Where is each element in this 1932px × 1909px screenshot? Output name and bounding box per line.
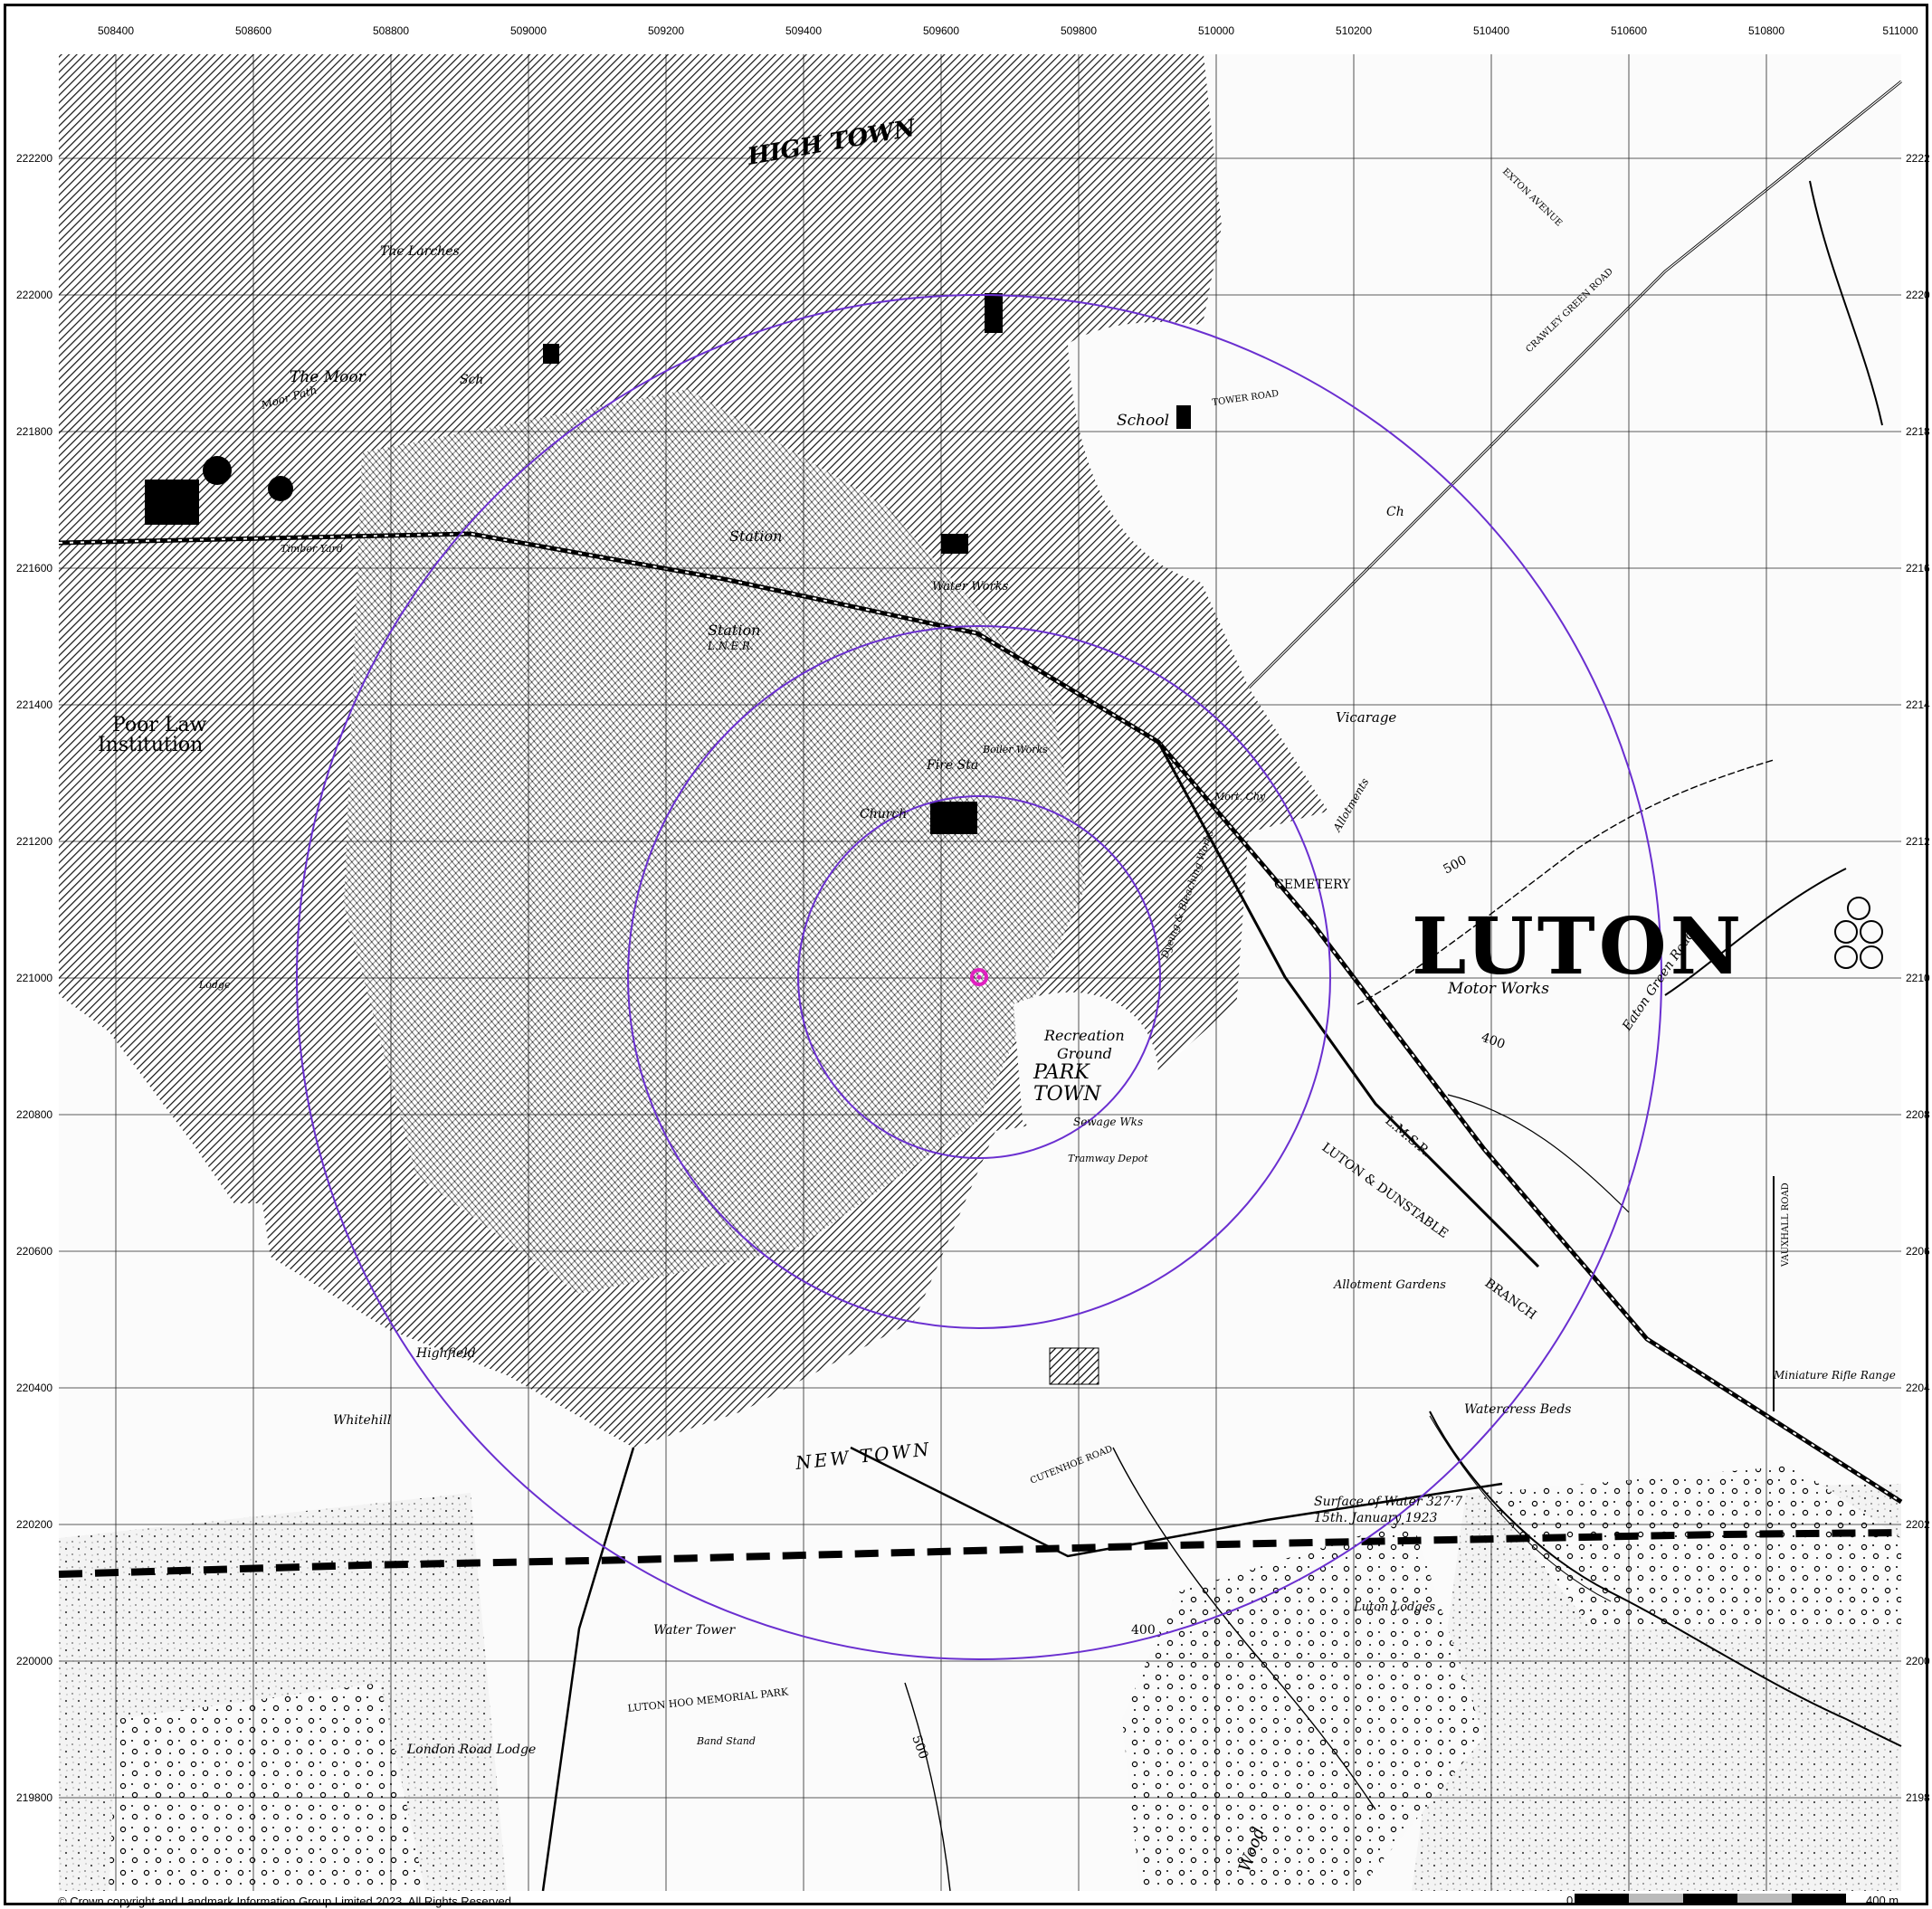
northing-tick-label-right: 2200	[1906, 1655, 1930, 1667]
scale-bar-end-label: 400 m	[1866, 1894, 1899, 1907]
label-contour-400: 400	[1131, 1623, 1156, 1638]
label-lodge: Lodge	[198, 979, 231, 991]
label-sewage-wks: Sewage Wks	[1073, 1116, 1143, 1128]
buffer-ring-3	[296, 294, 1662, 1660]
copyright-notice: © Crown copyright and Landmark Informati…	[58, 1895, 515, 1908]
northing-tick-label-right: 2210	[1906, 972, 1930, 984]
site-marker-dot	[976, 974, 982, 980]
buffer-rings	[296, 294, 1662, 1660]
easting-tick-label: 509200	[648, 24, 684, 37]
easting-tick-label: 508600	[235, 24, 271, 37]
label-fire-sta: Fire Sta	[926, 758, 978, 773]
label-the-moor: The Moor	[290, 368, 366, 386]
boundary-line	[58, 1529, 1902, 1578]
northing-tick-label: 221400	[16, 698, 52, 711]
label-ground: Ground	[1057, 1045, 1112, 1062]
map-artwork	[58, 54, 1903, 1892]
label-cemetery: CEMETERY	[1274, 878, 1351, 892]
northing-tick-label: 221800	[16, 425, 52, 438]
northing-tick-label-right: 2198	[1906, 1791, 1930, 1804]
scale-bar-start-label: 0	[1566, 1894, 1574, 1907]
northing-tick-labels: 222200 222000 221800 221600 221400 221200 2210…	[16, 152, 52, 1804]
site-marker[interactable]	[970, 968, 988, 986]
northing-tick-label-right: 2202	[1906, 1518, 1930, 1531]
label-ch: Ch	[1386, 505, 1404, 519]
easting-tick-label: 510600	[1611, 24, 1647, 37]
label-tramway-depot: Tramway Depot	[1068, 1153, 1148, 1164]
label-water-tower: Water Tower	[653, 1623, 737, 1638]
easting-tick-label: 510800	[1748, 24, 1784, 37]
label-station-lner: Station	[708, 622, 760, 639]
label-motor-works: Motor Works	[1447, 980, 1549, 998]
easting-tick-label: 508400	[98, 24, 134, 37]
label-lner: L.N.E.R.	[707, 640, 754, 652]
northing-tick-label-right: 2208	[1906, 1108, 1930, 1121]
label-jan-date: 15th. January 1923	[1314, 1511, 1437, 1525]
easting-tick-label: 509000	[510, 24, 547, 37]
northing-tick-label-right: 2222	[1906, 152, 1930, 165]
northing-tick-label-right: 2214	[1906, 698, 1930, 711]
northing-tick-label: 220400	[16, 1382, 52, 1394]
label-vauxhall-road: VAUXHALL ROAD	[1781, 1182, 1791, 1268]
label-whitehill: Whitehill	[333, 1413, 391, 1428]
label-sch: Sch	[460, 373, 483, 387]
northing-tick-label: 220800	[16, 1108, 52, 1121]
label-rifle-range: Miniature Rifle Range	[1773, 1369, 1896, 1382]
site-marker-ring	[970, 968, 988, 986]
northing-tick-label: 220200	[16, 1518, 52, 1531]
label-the-larches: The Larches	[380, 244, 460, 259]
northing-tick-label: 221000	[16, 972, 52, 984]
label-park: PARK	[1033, 1061, 1090, 1084]
northing-tick-label: 222000	[16, 289, 52, 301]
northing-tick-label-right: 2216	[1906, 562, 1930, 575]
label-mort-chy: Mort. Chy	[1213, 791, 1266, 803]
northing-tick-label: 221600	[16, 562, 52, 575]
scale-bar	[1575, 1894, 1846, 1903]
northing-tick-labels-right: 2222 2220 2218 2216 2214 2212 2210 2208 2206 2204…	[1906, 152, 1930, 1804]
label-surface-water: Surface of Water 327·7	[1314, 1495, 1462, 1509]
easting-tick-label: 509800	[1061, 24, 1097, 37]
northing-tick-label: 221200	[16, 835, 52, 848]
label-school: School	[1117, 412, 1169, 430]
label-highfield: Highfield	[415, 1346, 476, 1361]
easting-tick-label: 510400	[1473, 24, 1509, 37]
buffer-ring-2	[627, 625, 1331, 1329]
label-luton-lodges: Luton Lodges	[1353, 1600, 1435, 1614]
label-water-works: Water Works	[932, 580, 1009, 594]
easting-tick-label: 510200	[1336, 24, 1372, 37]
label-vicarage: Vicarage	[1336, 709, 1396, 726]
label-station-lms: Station	[729, 527, 782, 545]
northing-tick-label-right: 2218	[1906, 425, 1930, 438]
label-band-stand: Band Stand	[696, 1735, 756, 1747]
northing-tick-label: 222200	[16, 152, 52, 165]
northing-tick-label-right: 2204	[1906, 1382, 1930, 1394]
label-boiler-works: Boiler Works	[982, 744, 1048, 755]
northing-tick-label-right: 2206	[1906, 1245, 1930, 1258]
label-institution: Institution	[98, 734, 203, 756]
easting-tick-label: 511000	[1882, 24, 1918, 37]
easting-tick-labels: 508400 508600 508800 509000 509200 509400 5096…	[98, 24, 1918, 37]
label-watercress: Watercress Beds	[1464, 1402, 1571, 1417]
northing-tick-label: 219800	[16, 1791, 52, 1804]
northing-tick-label: 220000	[16, 1655, 52, 1667]
label-poor-law: Poor Law	[112, 714, 207, 736]
label-london-road-lodge: London Road Lodge	[406, 1743, 536, 1757]
easting-tick-label: 509400	[785, 24, 822, 37]
northing-tick-label-right: 2212	[1906, 835, 1930, 848]
northing-tick-label-right: 2220	[1906, 289, 1930, 301]
buffer-ring-1	[797, 795, 1161, 1159]
easting-tick-label: 509600	[923, 24, 959, 37]
easting-tick-label: 508800	[373, 24, 409, 37]
label-church: Church	[860, 807, 907, 822]
easting-tick-label: 510000	[1198, 24, 1234, 37]
label-recreation: Recreation	[1043, 1027, 1125, 1044]
northing-tick-label: 220600	[16, 1245, 52, 1258]
label-allotment-gardens: Allotment Gardens	[1333, 1278, 1446, 1292]
label-luton: LUTON	[1412, 901, 1745, 992]
label-timber-yard: Timber Yard	[281, 543, 343, 555]
label-town: TOWN	[1033, 1083, 1101, 1106]
